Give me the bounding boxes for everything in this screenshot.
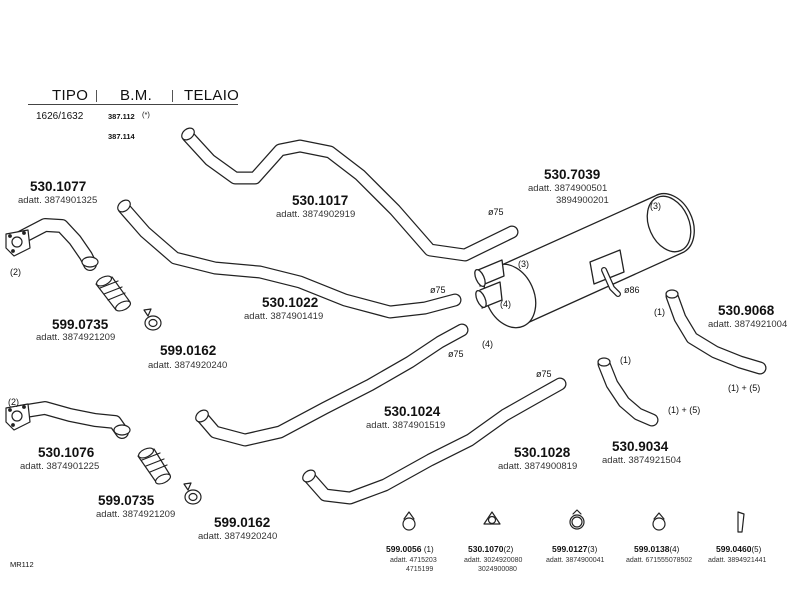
diameter-label: ø75 — [488, 207, 504, 217]
kit-adatt2-530-1070: 3024900080 — [478, 566, 517, 573]
flange-gasket-icon-530-1070 — [483, 511, 501, 525]
part-adatt-530-9034: adatt. 3874921504 — [602, 455, 682, 466]
kit-adatt-599-0127: adatt. 3874900041 — [546, 557, 605, 564]
callout-label: (2) — [10, 267, 21, 277]
part-adatt-530-1077: adatt. 3874901325 — [18, 195, 98, 206]
part-code-599-0735: 599.0735 — [52, 317, 109, 332]
part-code-530-1024: 530.1024 — [384, 404, 441, 419]
kit-adatt-599-0460: adatt. 3894921441 — [708, 557, 767, 564]
kit-code-599-0056: 599.0056 (1) — [386, 544, 434, 554]
header-divider — [96, 90, 97, 102]
clamp-icon-599-0056 — [402, 511, 416, 531]
pipe-530-1017 — [181, 127, 519, 262]
pipe-530-1076 — [5, 401, 131, 439]
header-telaio: TELAIO — [184, 87, 240, 104]
kit-code-530-1070: 530.1070(2) — [468, 544, 514, 554]
part-adatt-599-0735: adatt. 3874921209 — [36, 332, 116, 343]
callout-label: (4) — [482, 339, 493, 349]
sleeve-599-0735-upper — [95, 275, 132, 312]
clamp-icon-599-0138 — [652, 512, 666, 531]
callout-label: (1) — [620, 355, 631, 365]
part-adatt-530-1024: adatt. 3874901519 — [366, 420, 446, 431]
part-adatt-530-1028: adatt. 3874900819 — [498, 461, 578, 472]
callout-label: (1) + (5) — [728, 383, 761, 393]
pipe-530-9068 — [665, 289, 767, 375]
callout-label: (3) — [650, 201, 661, 211]
kit-adatt-599-0056: adatt. 4715203 — [390, 557, 437, 564]
callout-label: (1) + (5) — [668, 405, 701, 415]
pipe-530-9034 — [597, 357, 659, 427]
part-adatt-599-0735: adatt. 3874921209 — [96, 509, 176, 520]
diameter-label: ø86 — [624, 285, 640, 295]
header-tipo: TIPO — [52, 87, 89, 104]
part-code-530-7039: 530.7039 — [544, 167, 601, 182]
header-rule — [28, 104, 238, 105]
header-bm-1-note: (*) — [142, 110, 150, 119]
part-code-530-1077: 530.1077 — [30, 179, 87, 194]
header-bm: B.M. — [120, 87, 153, 104]
part-code-530-9034: 530.9034 — [612, 439, 669, 454]
sleeve-599-0735-lower — [137, 447, 172, 485]
kit-adatt2-599-0056: 4715199 — [406, 566, 434, 573]
clamp-599-0162-upper — [143, 308, 162, 331]
part-code-599-0162: 599.0162 — [160, 343, 217, 358]
part-code-599-0162: 599.0162 — [214, 515, 271, 530]
diameter-label: ø75 — [430, 285, 446, 295]
header-model: 1626/1632 — [36, 111, 84, 122]
part-adatt-599-0162: adatt. 3874920240 — [148, 360, 228, 371]
part-code-530-1022: 530.1022 — [262, 295, 319, 310]
pipe-530-1022 — [117, 199, 462, 319]
callout-label: (1) — [654, 307, 665, 317]
part-adatt-599-0162: adatt. 3874920240 — [198, 531, 278, 542]
silencer-530-7039 — [474, 193, 695, 329]
part-adatt2-530-7039: 3894900201 — [556, 195, 609, 206]
sheet-code: MR112 — [10, 560, 34, 569]
callout-label: (4) — [500, 299, 511, 309]
kit-code-599-0127: 599.0127(3) — [552, 544, 598, 554]
band-clamp-icon-599-0127 — [569, 509, 585, 530]
clamp-599-0162-lower — [183, 482, 202, 505]
callout-label: (2) — [8, 397, 19, 407]
part-adatt-530-1076: adatt. 3874901225 — [20, 461, 100, 472]
header-bm-2: 387.114 — [108, 132, 135, 141]
part-code-530-9068: 530.9068 — [718, 303, 775, 318]
part-adatt-530-1022: adatt. 3874901419 — [244, 311, 324, 322]
pipe-530-1077 — [5, 218, 99, 271]
header-divider — [172, 90, 173, 102]
part-code-599-0735: 599.0735 — [98, 493, 155, 508]
part-adatt-530-9068: adatt. 3874921004 — [708, 319, 788, 330]
diameter-label: ø75 — [536, 369, 552, 379]
hanger-icon-599-0460 — [737, 511, 745, 533]
part-adatt-530-7039: adatt. 3874900501 — [528, 183, 608, 194]
callout-label: (3) — [518, 259, 529, 269]
part-code-530-1028: 530.1028 — [514, 445, 571, 460]
kit-adatt-599-0138: adatt. 6715550785​02 — [626, 557, 693, 564]
pipe-530-1028 — [302, 377, 567, 505]
part-code-530-1017: 530.1017 — [292, 193, 349, 208]
kit-adatt-530-1070: adatt. 3024920080 — [464, 557, 523, 564]
part-code-530-1076: 530.1076 — [38, 445, 95, 460]
pipe-530-1024 — [195, 323, 469, 447]
kit-code-599-0138: 599.0138(4) — [634, 544, 680, 554]
diameter-label: ø75 — [448, 349, 464, 359]
part-adatt-530-1017: adatt. 3874902919 — [276, 209, 356, 220]
kit-code-599-0460: 599.0460(5) — [716, 544, 762, 554]
header-bm-1: 387.112 — [108, 112, 135, 121]
